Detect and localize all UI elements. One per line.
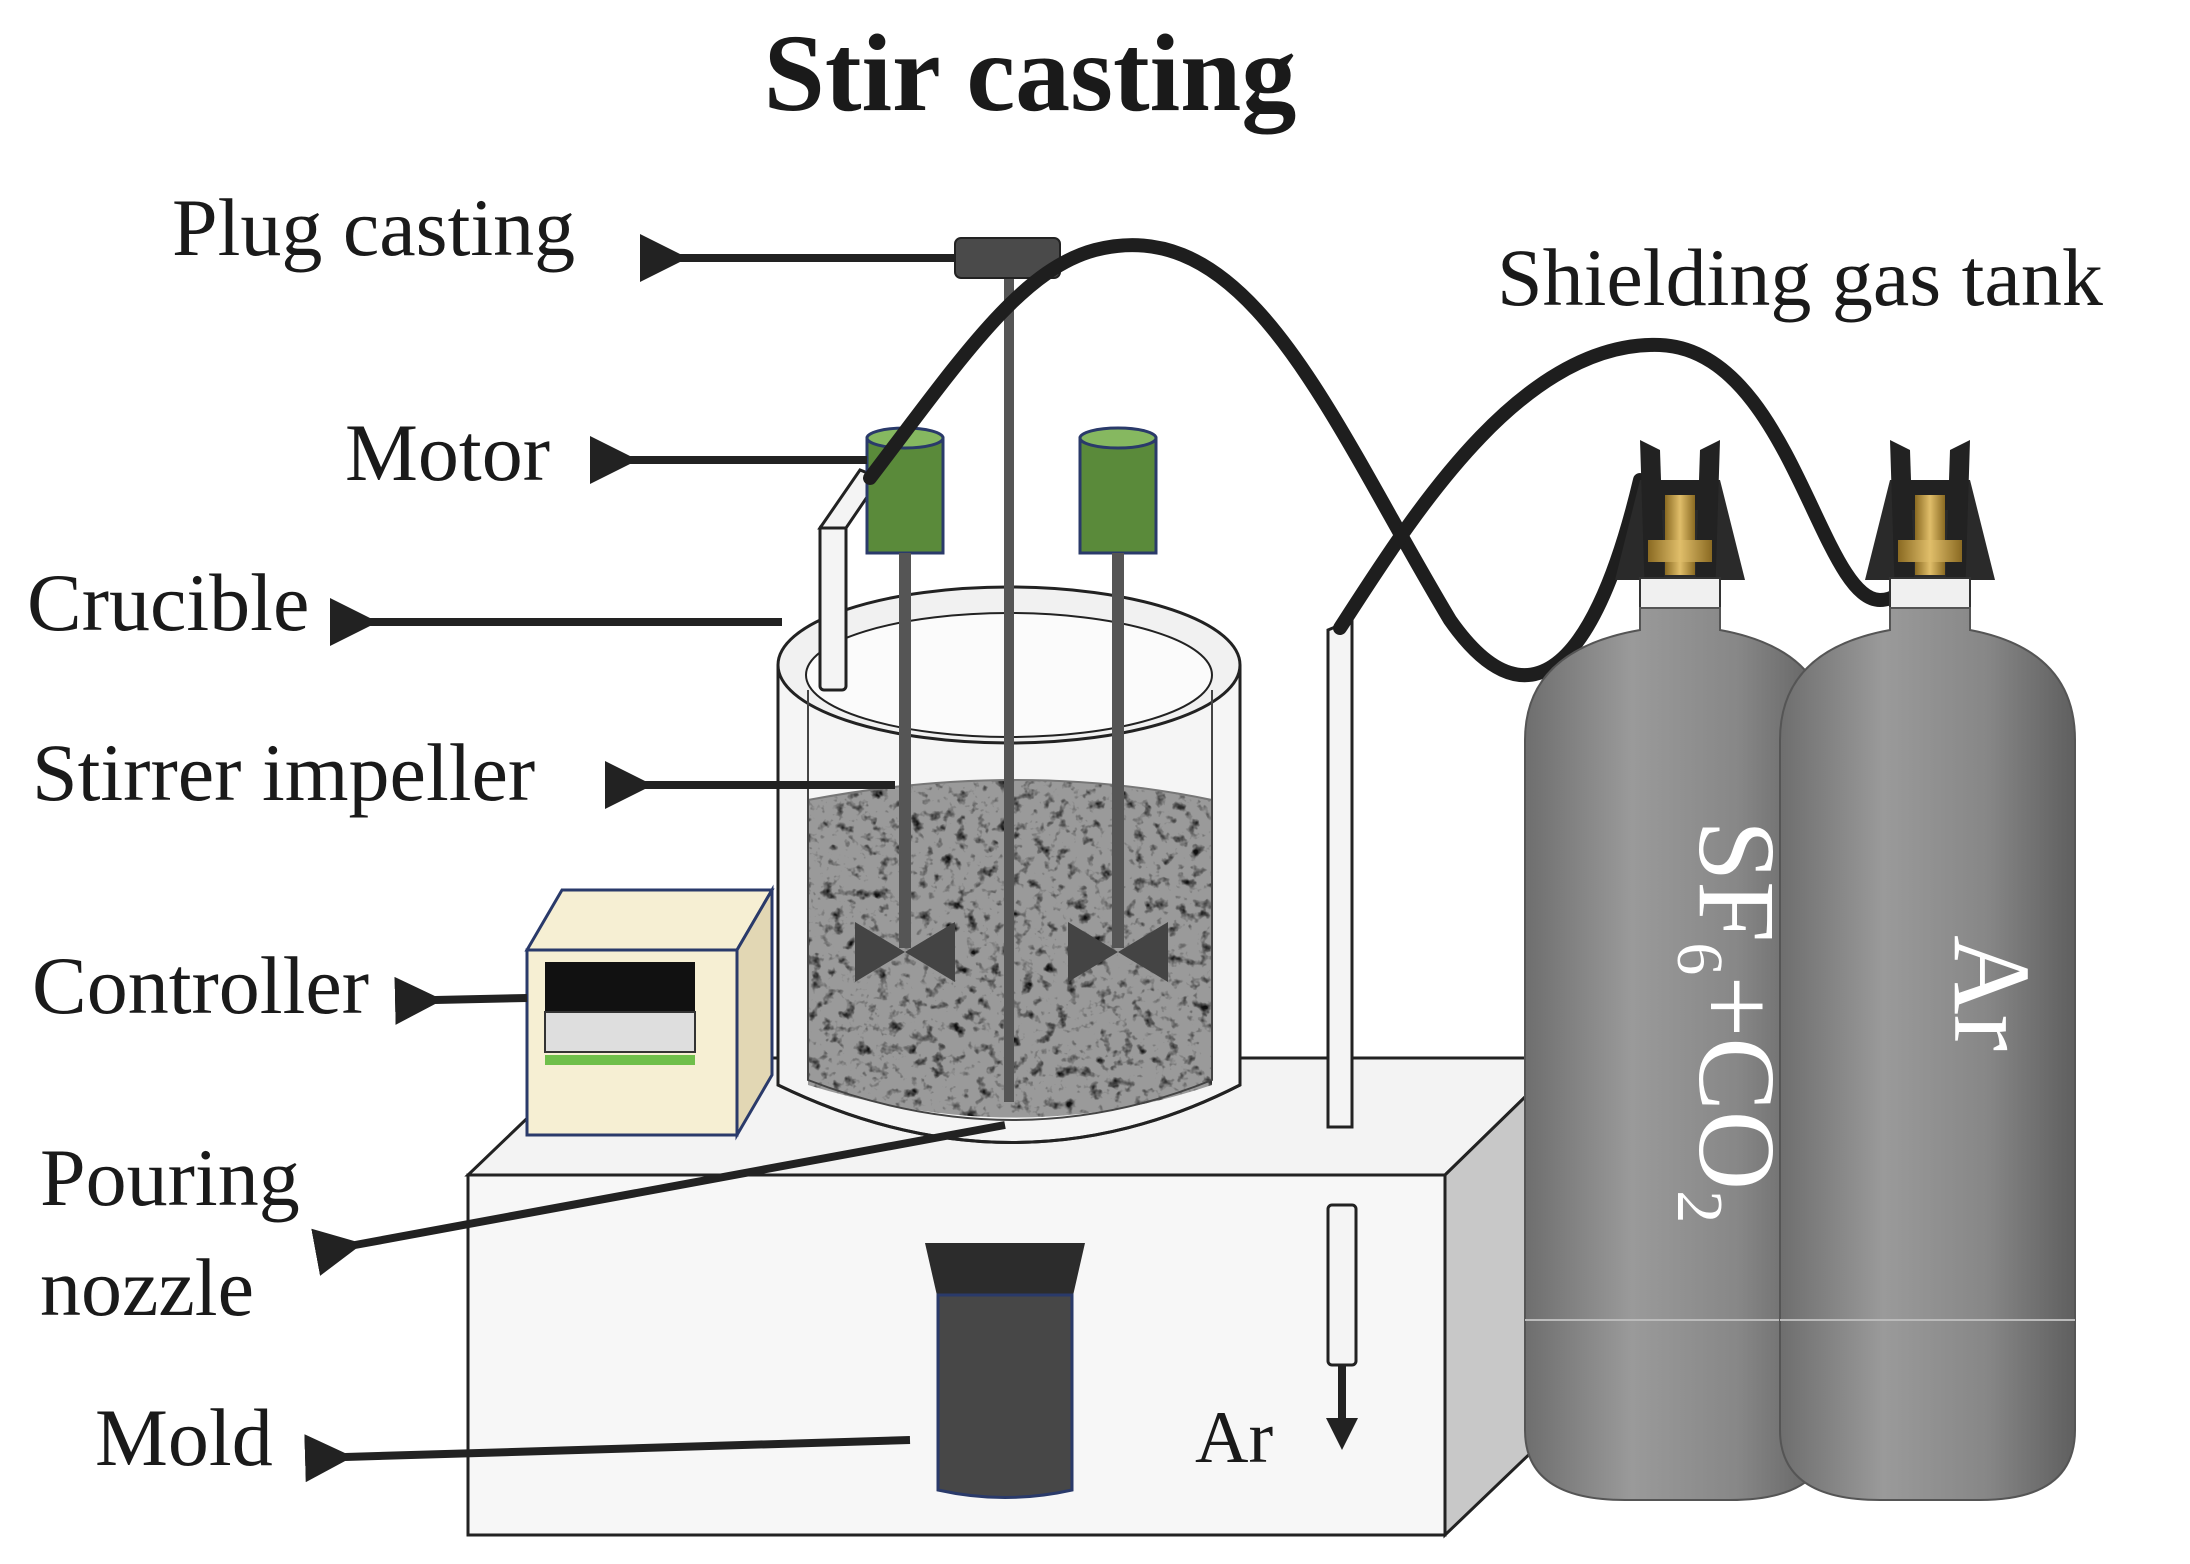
label-mold: Mold (95, 1392, 273, 1483)
arrow-mold (304, 1434, 911, 1483)
arrow-pouring-nozzle (311, 1121, 1006, 1276)
sf6-co2-label: SF6+CO2 (1663, 820, 1798, 1223)
motor-left (865, 426, 945, 948)
ar-cylinder (1779, 440, 2076, 1501)
svg-text:SF6+CO2: SF6+CO2 (1663, 820, 1798, 1223)
ar-inlet-tube (1326, 1203, 1358, 1450)
label-stirrer-impeller: Stirrer impeller (32, 727, 535, 818)
controller-display (545, 962, 695, 1012)
label-controller: Controller (32, 940, 369, 1031)
hose-sf6 (1333, 337, 1927, 635)
stirrer-impeller-right (1068, 922, 1168, 982)
hose-argon (863, 238, 1647, 682)
arrow-controller (394, 976, 528, 1025)
label-pouring-nozzle-1: Pouring (40, 1132, 300, 1223)
label-shielding-gas-tank: Shielding gas tank (1497, 232, 2103, 323)
gas-outlet-tube (1326, 617, 1354, 1129)
ar-tank-label: Ar (1931, 935, 2053, 1051)
mold (925, 1243, 1085, 1499)
ar-flow-label: Ar (1195, 1397, 1273, 1479)
label-pouring-nozzle-2: nozzle (40, 1242, 254, 1333)
gas-inlet-tube (817, 468, 883, 692)
label-crucible: Crucible (27, 557, 309, 648)
motor-right (1078, 426, 1158, 948)
controller (524, 884, 775, 1141)
stirrer-impeller-left (855, 922, 955, 982)
label-plug-casting: Plug casting (172, 182, 575, 273)
diagram-title: Stir casting (764, 12, 1297, 134)
sf6-co2-cylinder (1524, 440, 1831, 1501)
label-motor: Motor (345, 407, 550, 498)
svg-text:Ar: Ar (1931, 935, 2053, 1051)
